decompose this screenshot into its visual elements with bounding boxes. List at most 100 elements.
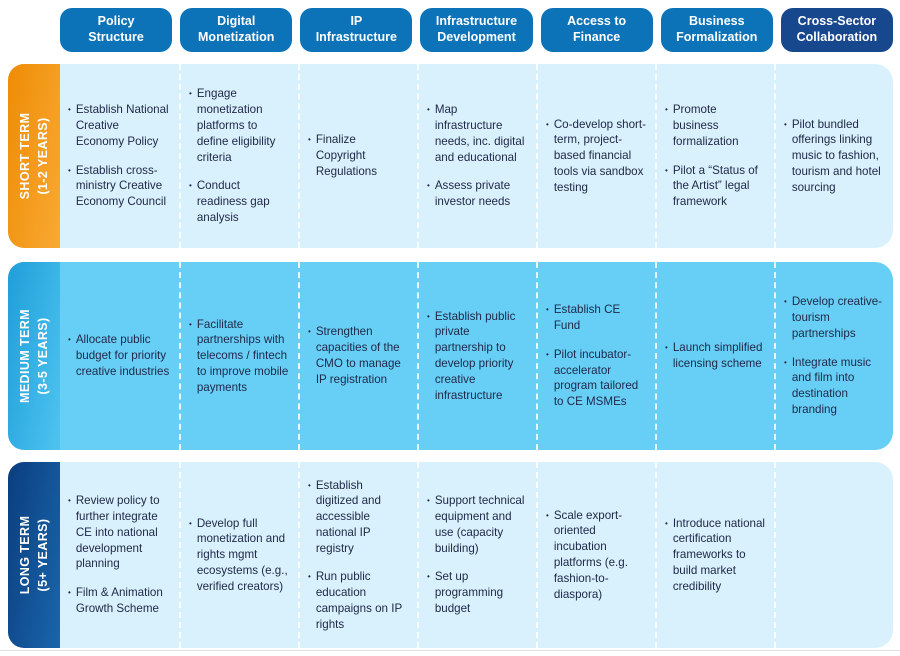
bullet-text: Run public education campaigns on IP rig… [315,570,402,631]
bullet-text: Film & Animation Growth Scheme [75,586,163,615]
bullet-dot-icon: • [427,311,430,321]
matrix-cell-digital-monetization-short-term: •Engage monetization platforms to define… [179,64,298,248]
bullet-dot-icon: • [546,119,549,129]
bullet-item: •Pilot a “Status of the Artist” legal fr… [665,163,765,210]
bullet-item: • Assess private investor needs [427,178,527,210]
row-label-medium-term: MEDIUM TERM (3-5 YEARS) [8,262,60,450]
row-label-text: MEDIUM TERM (3-5 YEARS) [16,309,52,403]
bullet-dot-icon: • [308,327,311,337]
bullet-dot-icon: • [427,181,430,191]
matrix-cell-business-formalization-medium-term: •Launch simplified licensing scheme [655,262,774,450]
row-label-short-term: SHORT TERM (1-2 YEARS) [8,64,60,248]
bullet-dot-icon: • [189,518,192,528]
bullet-item: • Develop full monetization and rights mg… [189,516,289,595]
bullet-text: Set up programming budget [434,570,504,615]
bullet-text: Finalize Copyright Regulations [315,133,378,178]
matrix-cell-infrastructure-development-long-term: •Support technical equipment and use (ca… [417,462,536,648]
bullet-item: •Map infrastructure needs, inc. digital … [427,102,527,165]
bullet-item: • Co-develop short-term, project-based fi… [546,117,646,196]
bullet-dot-icon: • [546,305,549,315]
bullet-dot-icon: • [189,319,192,329]
row-label-line1: SHORT TERM [17,112,32,200]
row-label-text: SHORT TERM (1-2 YEARS) [16,113,52,200]
bullet-dot-icon: • [189,89,192,99]
row-label-text: LONG TERM (5+ YEARS) [16,516,52,595]
bullet-dot-icon: • [68,335,71,345]
bullet-text: Develop full monetization and rights mgm… [196,516,288,593]
matrix-cell-digital-monetization-long-term: • Develop full monetization and rights mg… [179,462,298,648]
bullet-dot-icon: • [308,135,311,145]
bullet-text: Integrate music and film into destinatio… [791,355,872,416]
bullet-item: •Launch simplified licensing scheme [665,340,765,372]
matrix-cell-policy-structure-short-term: • Establish National Creative Economy Pol… [60,64,179,248]
bullet-item: •Support technical equipment and use (ca… [427,493,527,556]
bullet-item: •Pilot incubator-accelerator program tai… [546,347,646,410]
bullet-text: Introduce national certification framewo… [672,516,765,593]
row-label-line2: (5+ YEARS) [36,518,50,592]
bullet-dot-icon: • [68,165,71,175]
matrix-cell-infrastructure-development-medium-term: •Establish public private partnership to… [417,262,536,450]
bullet-item: • Review policy to further integrate CE i… [68,493,170,572]
bullet-text: Conduct readiness gap analysis [196,179,270,224]
matrix-cell-digital-monetization-medium-term: • Facilitate partnerships with telecoms /… [179,262,298,450]
bullet-text: Assess private investor needs [434,179,511,209]
bullet-dot-icon: • [427,496,430,506]
row-label-line1: MEDIUM TERM [17,309,32,403]
bullet-item: •Engage monetization platforms to define… [189,86,289,165]
column-header-policy-structure: Policy Structure [60,8,173,52]
column-header-digital-monetization: Digital Monetization [180,8,293,52]
bullet-dot-icon: • [784,357,787,367]
bullet-text: Co-develop short-term, project-based fin… [553,117,646,194]
bullet-text: Map infrastructure needs, inc. digital a… [434,103,525,164]
column-header-ip-infrastructure: IP Infrastructure [300,8,413,52]
bullet-dot-icon: • [427,572,430,582]
bullet-text: Allocate public budget for priority crea… [75,333,170,378]
bullet-item: • Facilitate partnerships with telecoms /… [189,317,289,396]
bullet-item: • Allocate public budget for priority cre… [68,332,170,379]
matrix-cell-policy-structure-medium-term: • Allocate public budget for priority cre… [60,262,179,450]
matrix-cell-business-formalization-short-term: • Promote business formalization •Pilot a … [655,64,774,248]
bullet-dot-icon: • [665,165,668,175]
bullet-text: Promote business formalization [672,103,739,148]
bullet-dot-icon: • [308,480,311,490]
bullet-text: Facilitate partnerships with telecoms / … [196,317,289,394]
column-header-business-formalization: Business Formalization [660,8,773,52]
bullet-text: Scale export-oriented incubation platfor… [553,508,628,601]
matrix-cell-infrastructure-development-short-term: • Map infrastructure needs, inc. digital … [417,64,536,248]
bullet-item: •Establish public private partnership to… [427,309,527,404]
bullet-item: • Set up programming budget [427,569,527,616]
column-headers: Policy Structure Digital Monetization IP… [60,8,893,52]
bullet-text: Pilot bundled offerings linking music to… [791,117,881,194]
bullet-item: • Introduce national certification framew… [665,516,765,595]
bullet-item: •Develop creative-tourism partnerships [784,294,884,341]
bullet-dot-icon: • [68,588,71,598]
column-header-cross-sector-collaboration: Cross-Sector Collaboration [780,8,893,52]
bullet-text: Review policy to further integrate CE in… [75,494,160,571]
row-label-line2: (3-5 YEARS) [36,317,50,395]
bullet-text: Establish National Creative Economy Poli… [75,103,169,148]
bullet-text: Establish cross-ministry Creative Econom… [75,163,167,209]
bullet-item: • Establish cross-ministry Creative Econo… [68,163,170,210]
row-short-term: SHORT TERM (1-2 YEARS) • Establish Nation… [8,64,893,248]
bullet-text: Establish digitized and accessible natio… [315,478,381,555]
matrix-cell-access-to-finance-long-term: •Scale export-oriented incubation platfo… [536,462,655,648]
column-header-access-to-finance: Access to Finance [540,8,653,52]
bullet-item: • Film & Animation Growth Scheme [68,585,170,617]
bullet-dot-icon: • [189,181,192,191]
row-label-long-term: LONG TERM (5+ YEARS) [8,462,60,648]
matrix-cell-business-formalization-long-term: • Introduce national certification framew… [655,462,774,648]
row-body-short-term: • Establish National Creative Economy Pol… [60,64,893,248]
bullet-item: • Conduct readiness gap analysis [189,178,289,225]
bullet-item: •Scale export-oriented incubation platfo… [546,508,646,603]
bullet-dot-icon: • [665,518,668,528]
matrix-cell-access-to-finance-short-term: • Co-develop short-term, project-based fi… [536,64,655,248]
bullet-text: Strengthen capacities of the CMO to mana… [315,325,401,386]
bullet-dot-icon: • [68,496,71,506]
bullet-item: •Pilot bundled offerings linking music t… [784,117,884,196]
matrix-cell-access-to-finance-medium-term: •Establish CE Fund•Pilot incubator-accel… [536,262,655,450]
bullet-dot-icon: • [665,343,668,353]
bullet-item: • Establish digitized and accessible nati… [308,478,408,557]
matrix-cell-ip-infrastructure-short-term: • Finalize Copyright Regulations [298,64,417,248]
matrix-cell-cross-sector-collaboration-short-term: •Pilot bundled offerings linking music t… [774,64,893,248]
